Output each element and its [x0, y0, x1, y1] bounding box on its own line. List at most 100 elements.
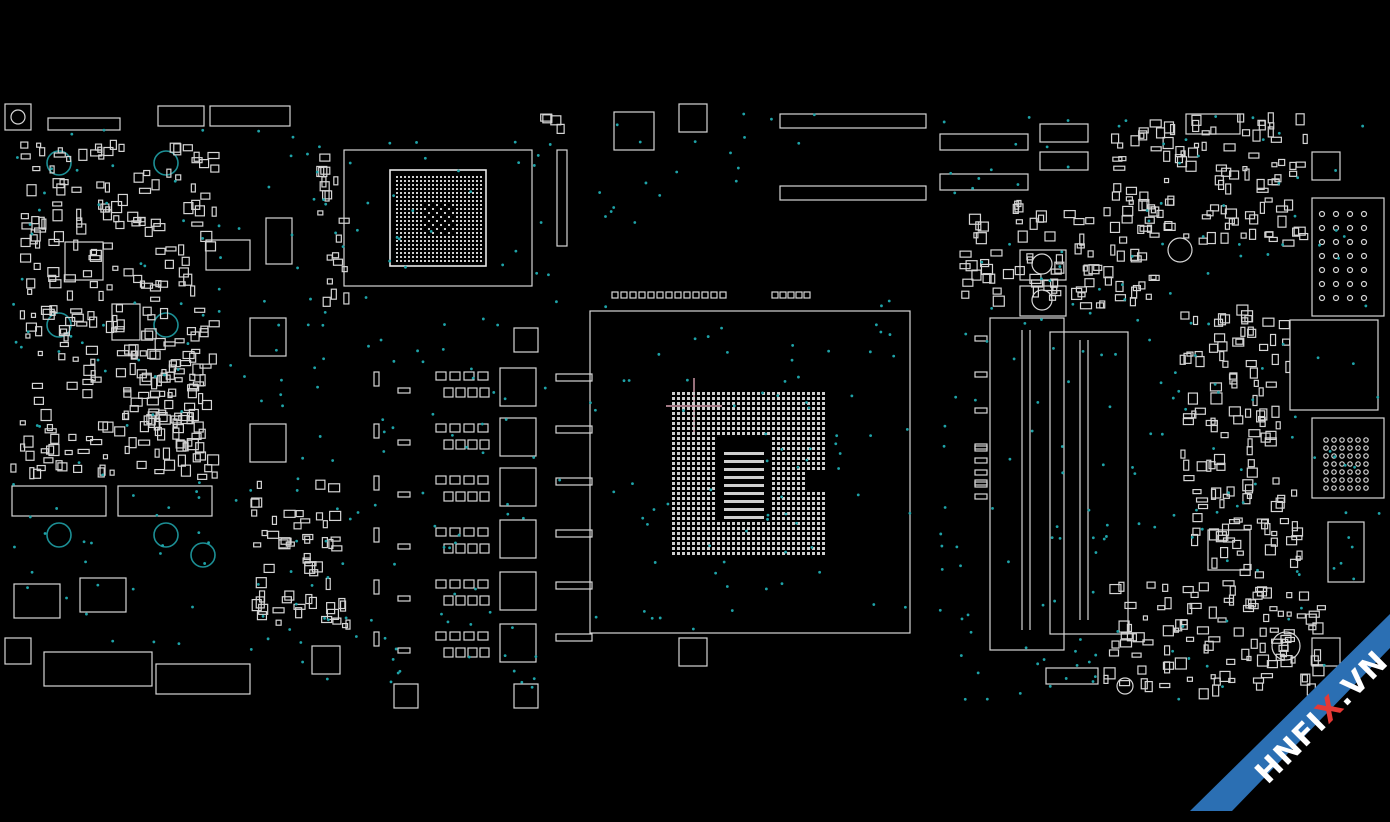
via — [257, 129, 261, 133]
bga-ball — [772, 512, 775, 515]
smd-pad — [1192, 488, 1202, 495]
bga-ball — [404, 204, 406, 206]
smd-pad — [974, 481, 988, 488]
via — [65, 596, 68, 600]
bga-ball — [472, 176, 474, 178]
smd-pad — [44, 428, 57, 434]
bga-ball — [702, 522, 705, 525]
bga-ball — [436, 204, 438, 206]
smd-pad — [210, 164, 220, 173]
via — [326, 576, 330, 579]
smd-pad — [1268, 236, 1278, 243]
via — [96, 583, 100, 587]
bga-ball — [752, 532, 755, 535]
via — [960, 617, 964, 621]
bga-ball — [456, 244, 458, 246]
bga-ball — [476, 196, 478, 198]
via — [111, 164, 115, 168]
bga-ball — [472, 200, 474, 202]
bga-ball — [468, 184, 470, 186]
bga-ball — [812, 512, 815, 515]
smd-pad — [284, 590, 295, 601]
bga-ball — [672, 527, 675, 530]
bga-ball — [807, 547, 810, 550]
bga-ball — [772, 422, 775, 425]
smd-pad — [449, 475, 461, 485]
bga-ball — [787, 417, 790, 420]
bga-ball — [428, 228, 430, 230]
smd-pad — [1248, 228, 1257, 240]
via — [391, 657, 395, 661]
smd-pad — [102, 242, 113, 250]
bga-ball — [448, 176, 450, 178]
smd-pad — [1206, 459, 1212, 472]
smd-pad — [263, 563, 275, 574]
smd-pad — [85, 435, 94, 442]
bga-ball — [707, 447, 710, 450]
smd-pad — [1208, 461, 1216, 470]
via — [784, 550, 787, 554]
bga-ball — [822, 532, 825, 535]
bga-ball — [717, 527, 720, 530]
bga-ball — [802, 457, 805, 460]
smd-pad — [1244, 484, 1254, 494]
via — [657, 352, 661, 356]
via — [1293, 214, 1297, 218]
via — [612, 490, 616, 494]
bga-ball — [408, 248, 410, 250]
bga-ball — [822, 452, 825, 455]
smd-pad — [1163, 645, 1171, 656]
bga-ball — [464, 240, 466, 242]
bga-ball — [802, 402, 805, 405]
smd-pad — [175, 174, 182, 181]
bga-ball — [428, 196, 430, 198]
bga-ball — [767, 407, 770, 410]
via — [229, 364, 233, 367]
via — [1008, 457, 1012, 461]
bga-ball — [672, 452, 675, 455]
smd-pad — [1116, 250, 1125, 262]
bga-ball — [677, 527, 680, 530]
bga-ball — [807, 447, 810, 450]
smd-pad — [326, 608, 340, 620]
bga-ball — [416, 184, 418, 186]
bga-ball — [772, 407, 775, 410]
port-pin — [1363, 485, 1369, 491]
smd-pad — [1256, 178, 1265, 191]
smd-pad — [1139, 132, 1145, 139]
smd-pad — [31, 216, 40, 225]
via — [57, 350, 61, 353]
bga-ball — [456, 208, 458, 210]
bga-ball — [802, 497, 805, 500]
smd-pad — [1270, 500, 1283, 513]
via — [323, 310, 327, 314]
bga-ball — [797, 552, 800, 555]
smd-pad — [146, 414, 153, 425]
bga-ball — [762, 412, 765, 415]
smd-pad — [1198, 688, 1209, 700]
bga-ball — [420, 228, 422, 230]
via — [1105, 523, 1109, 527]
smd-pad — [1269, 606, 1278, 612]
bga-ball — [416, 200, 418, 202]
smd-pad — [322, 296, 331, 307]
bga-ball — [412, 216, 414, 218]
bga-ball — [404, 260, 406, 262]
bga-ball — [707, 397, 710, 400]
bga-ball — [460, 216, 462, 218]
bga-ball — [712, 487, 715, 490]
bga-ball — [782, 507, 785, 510]
bga-ball — [404, 176, 406, 178]
bga-ball — [772, 522, 775, 525]
bga-ball — [792, 447, 795, 450]
bga-ball — [436, 220, 438, 222]
smd-pad — [1175, 145, 1185, 158]
bga-ball — [456, 232, 458, 234]
via — [1214, 115, 1218, 118]
smd-pad — [1118, 581, 1125, 592]
bga-ball — [792, 407, 795, 410]
bga-ball — [432, 256, 434, 258]
smd-pad — [1120, 632, 1133, 640]
bga-ball — [702, 407, 705, 410]
bga-ball — [807, 402, 810, 405]
